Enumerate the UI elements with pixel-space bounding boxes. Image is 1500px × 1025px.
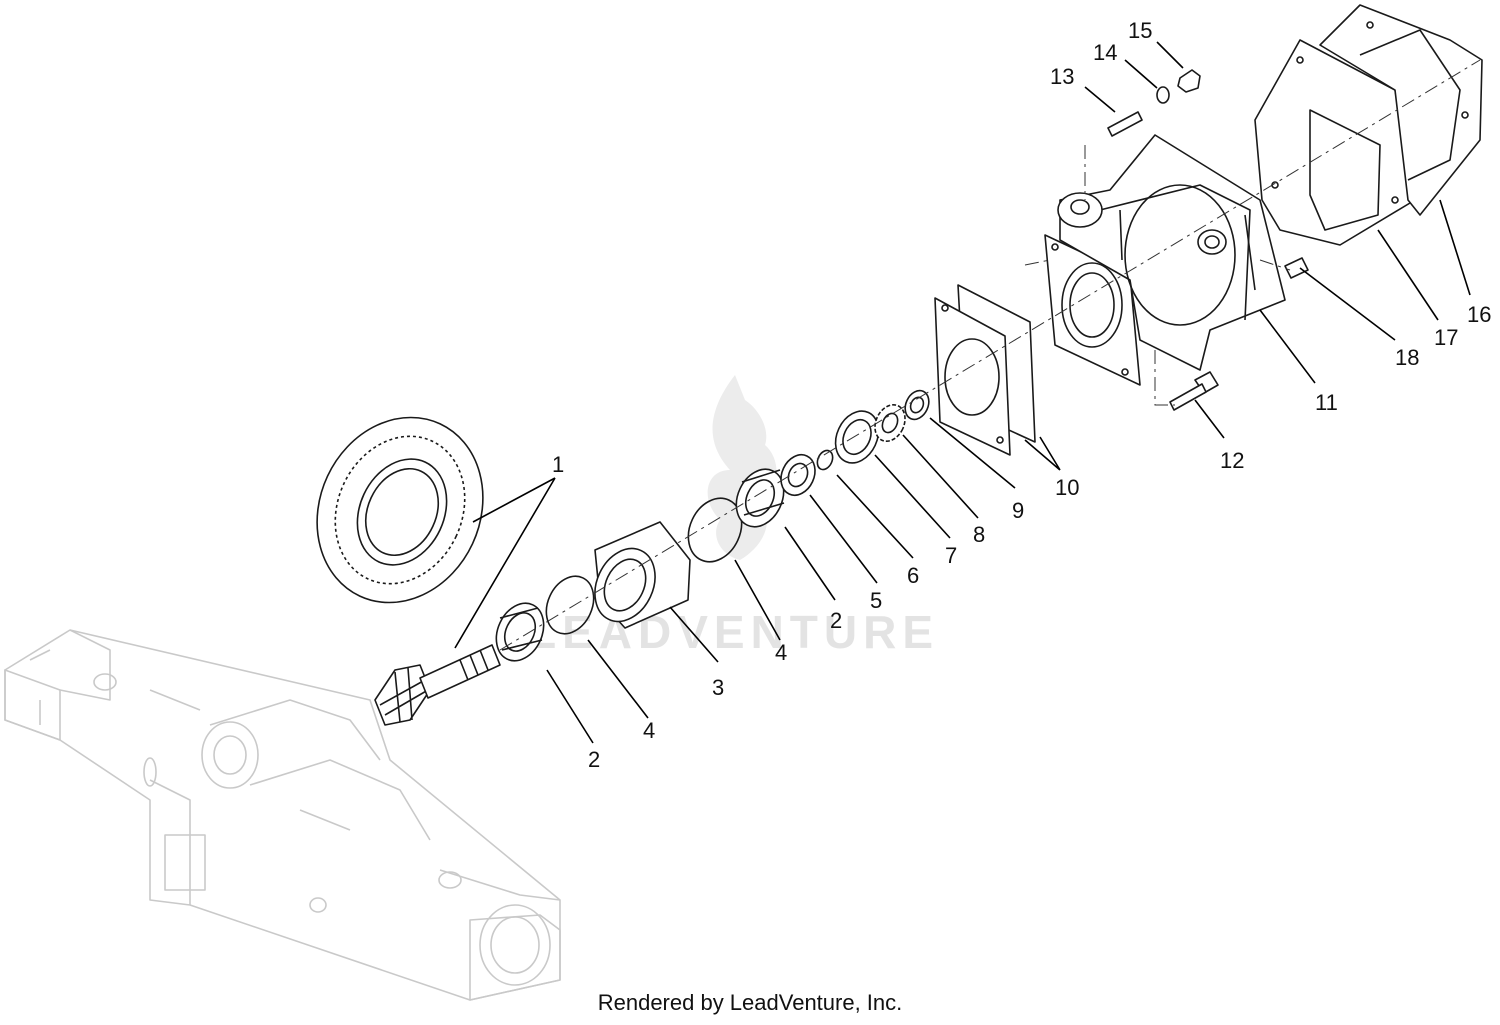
callout-1: 1 bbox=[552, 452, 564, 477]
callout-13: 13 bbox=[1050, 64, 1074, 89]
o-ring bbox=[816, 449, 834, 471]
watermark-flame-icon bbox=[707, 375, 777, 560]
leader-lines bbox=[454, 41, 1471, 744]
hex-nut bbox=[1177, 69, 1201, 93]
callout-11: 11 bbox=[1315, 390, 1338, 415]
callout-15: 15 bbox=[1128, 18, 1152, 43]
callout-3: 3 bbox=[712, 675, 724, 700]
callout-14: 14 bbox=[1093, 40, 1117, 65]
seal bbox=[834, 410, 880, 464]
washer-icon bbox=[1156, 86, 1170, 104]
callout-16: 16 bbox=[1467, 302, 1491, 327]
callout-4-upper: 4 bbox=[775, 640, 787, 665]
ring-gear bbox=[316, 416, 484, 604]
pinion-gear bbox=[374, 644, 501, 726]
lock-washer bbox=[874, 403, 906, 443]
callout-10: 10 bbox=[1055, 475, 1079, 500]
callout-2-lower: 2 bbox=[588, 747, 600, 772]
callout-2-upper: 2 bbox=[830, 608, 842, 633]
callouts: 1 2 4 3 4 2 5 6 7 8 9 10 11 12 13 14 15 … bbox=[552, 18, 1491, 772]
callout-17: 17 bbox=[1434, 325, 1458, 350]
callout-8: 8 bbox=[973, 522, 985, 547]
gearbox-housing bbox=[1057, 134, 1286, 371]
footer-credit: Rendered by LeadVenture, Inc. bbox=[597, 990, 903, 1015]
callout-5: 5 bbox=[870, 588, 882, 613]
snap-ring-lower bbox=[545, 575, 595, 635]
centerlines bbox=[499, 59, 1481, 651]
callout-4-lower: 4 bbox=[643, 718, 655, 743]
bearing-upper bbox=[735, 468, 785, 528]
callout-7: 7 bbox=[945, 543, 957, 568]
cover-gasket bbox=[1254, 39, 1416, 246]
gasket-pair bbox=[934, 284, 1036, 456]
stud bbox=[1107, 111, 1143, 137]
callout-9: 9 bbox=[1012, 498, 1024, 523]
snap-ring-upper bbox=[687, 497, 743, 563]
bearing-lower bbox=[495, 602, 545, 662]
callout-6: 6 bbox=[907, 563, 919, 588]
dowel-pin bbox=[1284, 257, 1309, 279]
callout-18: 18 bbox=[1395, 345, 1419, 370]
axle-housing bbox=[4, 629, 561, 1001]
callout-12: 12 bbox=[1220, 448, 1244, 473]
nut bbox=[904, 389, 930, 421]
bearing-sleeve bbox=[594, 521, 691, 629]
bolt bbox=[1169, 371, 1219, 411]
end-cover bbox=[1319, 4, 1483, 216]
